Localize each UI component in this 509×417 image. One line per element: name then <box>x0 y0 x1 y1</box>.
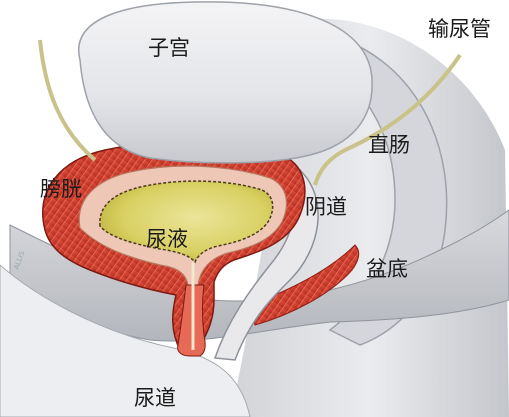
label-rectum: 直肠 <box>368 133 410 157</box>
uterus-shape <box>79 2 372 163</box>
label-urethra: 尿道 <box>134 386 176 410</box>
label-vagina: 阴道 <box>305 195 347 219</box>
label-ureter: 输尿管 <box>428 17 491 41</box>
label-urine: 尿液 <box>146 227 188 251</box>
label-pelvic-floor: 盆底 <box>366 257 408 281</box>
label-uterus: 子宫 <box>148 36 190 60</box>
label-bladder: 膀胱 <box>40 177 82 201</box>
